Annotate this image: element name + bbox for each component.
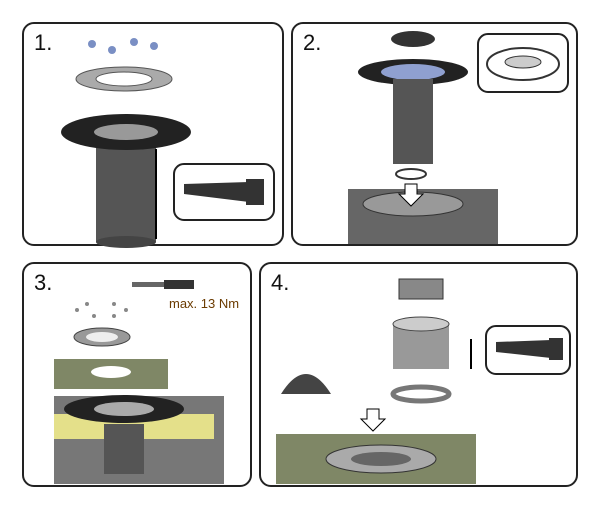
step-number: 3.	[34, 270, 53, 295]
step-4-panel: 4.	[259, 262, 578, 487]
step-3-panel: 3. max. 13 Nm	[22, 262, 252, 487]
step-number: 2.	[303, 30, 322, 55]
step-number: 4.	[271, 270, 290, 295]
gravel-guard-assembly-illustration	[276, 278, 571, 484]
pipe-insertion-illustration	[348, 31, 569, 244]
pipe-cutting-illustration	[61, 38, 275, 248]
step-number: 1.	[34, 30, 53, 55]
step-2-panel: 2.	[291, 22, 578, 246]
torque-label: max. 13 Nm	[169, 296, 240, 311]
step-1-panel: 1.	[22, 22, 284, 248]
